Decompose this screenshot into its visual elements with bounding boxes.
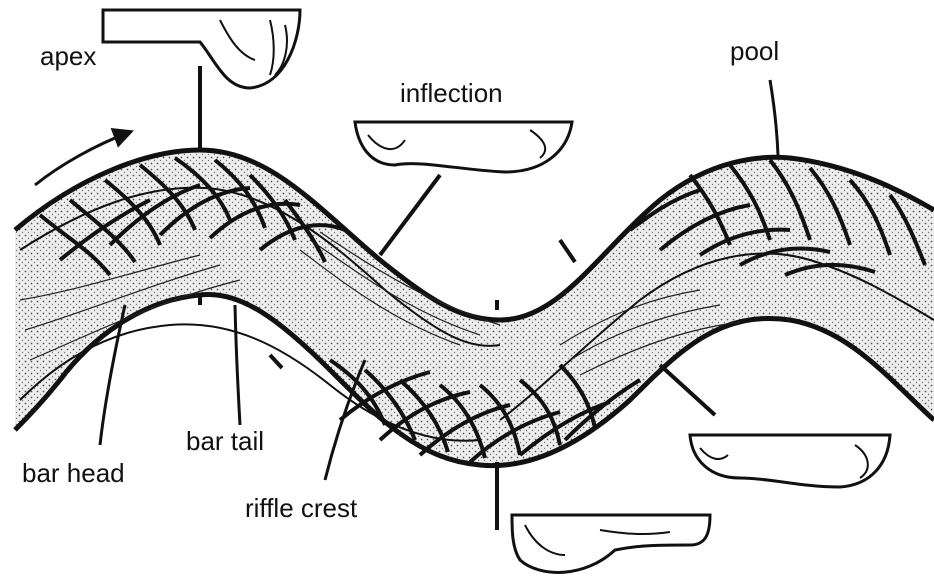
label-apex: apex: [40, 41, 96, 71]
label-inflection: inflection: [400, 78, 503, 108]
cross-section-inflection-icon: [355, 122, 572, 172]
pool-leader: [770, 80, 778, 155]
inflection-section-line-right: [660, 365, 715, 415]
bank-tick-mid: [270, 355, 282, 368]
label-bar-tail: bar tail: [186, 426, 264, 456]
label-bar-head: bar head: [22, 458, 125, 488]
bar-tail-leader: [235, 305, 240, 425]
label-pool: pool: [730, 36, 779, 66]
bank-tick-right: [560, 240, 575, 262]
cross-section-pool-icon: [690, 435, 890, 487]
cross-section-riffle-icon: [512, 515, 710, 572]
label-riffle-crest: riffle crest: [245, 493, 358, 523]
meander-channel: [15, 150, 934, 466]
inflection-section-line: [380, 175, 440, 255]
